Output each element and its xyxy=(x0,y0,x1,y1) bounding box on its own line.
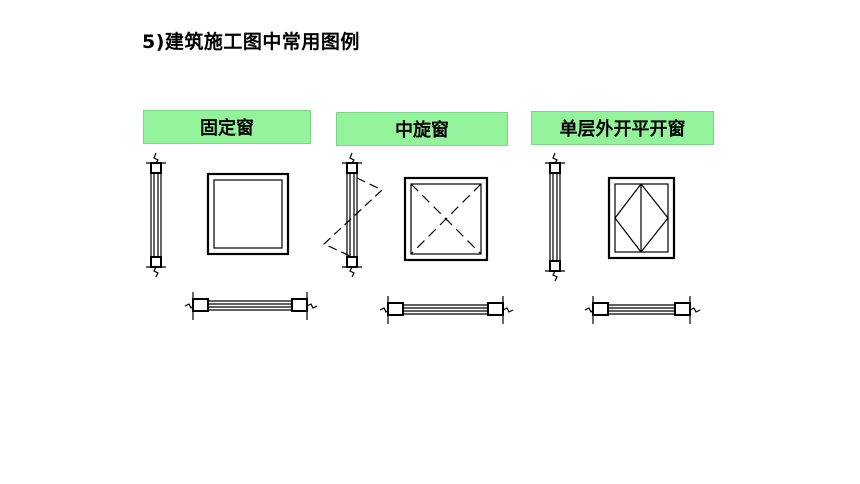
casement-window-elevation-symbol xyxy=(607,176,676,260)
page-title: 5)建筑施工图中常用图例 xyxy=(142,31,360,53)
casement-window-section-symbol xyxy=(545,152,565,282)
label-casement-window: 单层外开平开窗 xyxy=(531,111,714,145)
fixed-window-section-symbol xyxy=(146,152,166,278)
label-center-pivot-window: 中旋窗 xyxy=(336,112,508,146)
pivot-window-plan-symbol xyxy=(379,296,514,324)
label-fixed-window: 固定窗 xyxy=(143,110,311,144)
fixed-window-elevation-symbol xyxy=(206,172,290,256)
pivot-window-section-symbol xyxy=(322,152,384,278)
casement-window-plan-symbol xyxy=(584,296,701,324)
fixed-window-plan-symbol xyxy=(184,292,318,320)
pivot-window-elevation-symbol xyxy=(403,176,489,262)
